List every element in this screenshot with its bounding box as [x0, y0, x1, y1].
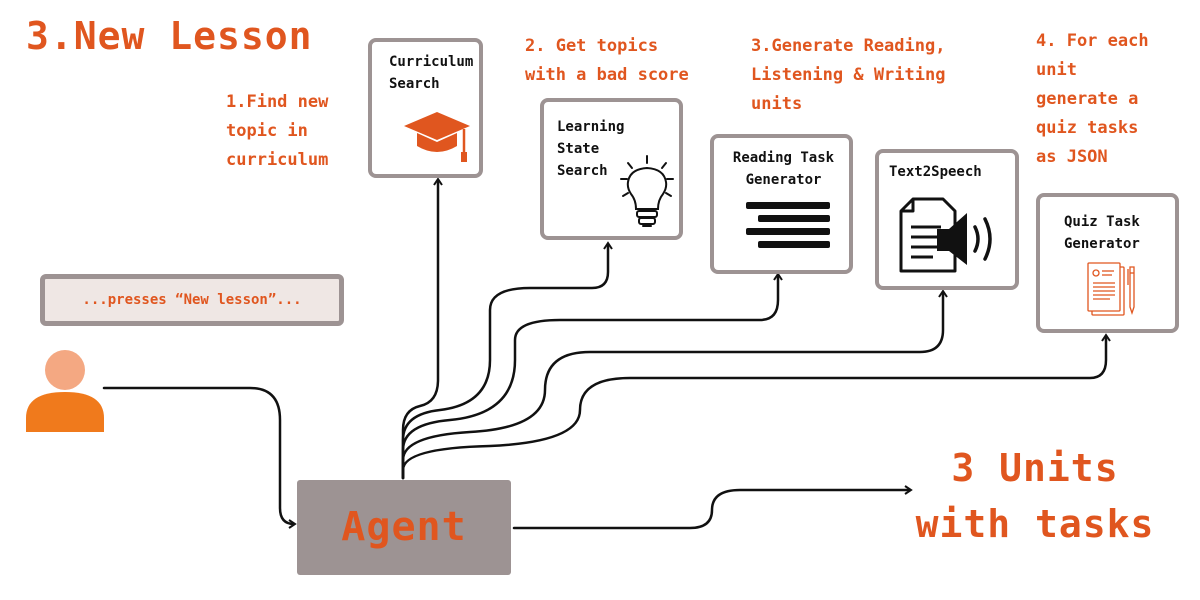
graduation-cap-icon — [404, 112, 470, 162]
step-2-label: 2. Get topics with a bad score — [525, 36, 689, 85]
text2speech-box: Text2Speech — [875, 149, 1019, 290]
quiz-document-icon — [1087, 262, 1135, 316]
step-1-label: 1.Find new topic in curriculum — [226, 92, 329, 170]
user-action-bubble: ...presses “New lesson”... — [40, 274, 344, 326]
learning-state-search-label: Learning State Search — [557, 119, 625, 179]
text-lines-icon — [746, 202, 830, 248]
page-title: 3.New Lesson — [26, 14, 313, 58]
reading-task-generator-label: Reading Task Generator — [732, 150, 835, 188]
quiz-task-generator-label: Quiz Task Generator — [1064, 214, 1140, 252]
agent-to-reading-arrow — [401, 272, 783, 480]
agent-to-result-arrow — [512, 485, 913, 530]
reading-task-generator-box: Reading Task Generator — [710, 134, 853, 274]
curriculum-search-label: Curriculum Search — [389, 54, 474, 92]
text2speech-label: Text2Speech — [889, 164, 982, 180]
document-speaker-icon — [899, 197, 992, 273]
agent-to-quiz-arrow — [401, 333, 1111, 480]
lightbulb-icon — [620, 155, 674, 227]
agent-to-learning-state-arrow — [401, 241, 613, 480]
step-3-label: 3.Generate Reading, Listening & Writing … — [751, 36, 946, 114]
curriculum-search-box: Curriculum Search — [368, 38, 483, 178]
agent-block: Agent — [297, 480, 511, 575]
quiz-task-generator-box: Quiz Task Generator — [1036, 193, 1179, 333]
agent-to-text2speech-arrow — [401, 289, 948, 480]
result-label: 3 Units with tasks — [915, 446, 1155, 546]
user-to-agent-arrow — [102, 386, 297, 529]
step-4-label: 4. For each unit generate a quiz tasks a… — [1036, 31, 1149, 167]
learning-state-search-box: Learning State Search — [540, 98, 683, 240]
agent-to-curriculum-arrow — [401, 177, 443, 480]
user-icon — [26, 350, 104, 432]
